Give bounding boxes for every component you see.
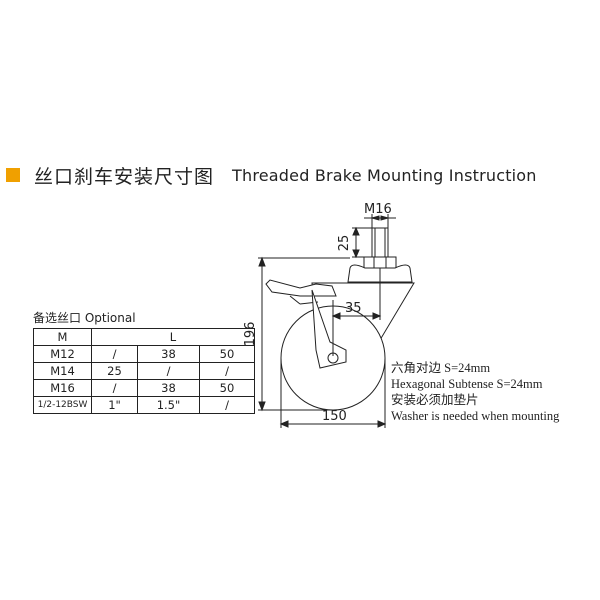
table-cell: / [199,396,255,414]
table-cell: 1" [91,396,138,414]
table-cell: 25 [91,362,138,380]
optional-label: 备选丝口 Optional [33,311,136,325]
table-row: 1/2-12BSW 1" 1.5" / [33,396,255,414]
offset-label: 35 [345,301,362,316]
title-english: Threaded Brake Mounting Instruction [232,165,537,185]
title-chinese: 丝口刹车安装尺寸图 [34,165,215,188]
thread-length-label: 25 [337,235,352,252]
brake-lever [265,279,337,297]
height-label: 196 [243,322,258,347]
table-row: M12 / 38 50 [33,345,255,363]
optional-thread-table: M L M12 / 38 50 M14 25 / / M16 / 38 50 1… [33,328,255,414]
threaded-stem [371,227,389,259]
section-title: 丝口刹车安装尺寸图 Threaded Brake Mounting Instru… [6,160,537,190]
note-washer-cn: 安装必须加垫片 [391,393,479,407]
note-washer-en: Washer is needed when mounting [391,409,560,423]
hex-nut [363,256,397,269]
note-hex-en: Hexagonal Subtense S=24mm [391,377,543,391]
table-cell: / [199,362,255,380]
table-header-row: M L [33,328,255,346]
thread-size-label: M16 [364,202,392,217]
mounting-notes: 六角对边 S=24mm Hexagonal Subtense S=24mm 安装… [391,360,559,424]
note-hex-cn: 六角对边 S=24mm [391,361,491,375]
orange-square-icon [6,168,20,182]
wheel-diameter-label: 150 [322,409,347,424]
